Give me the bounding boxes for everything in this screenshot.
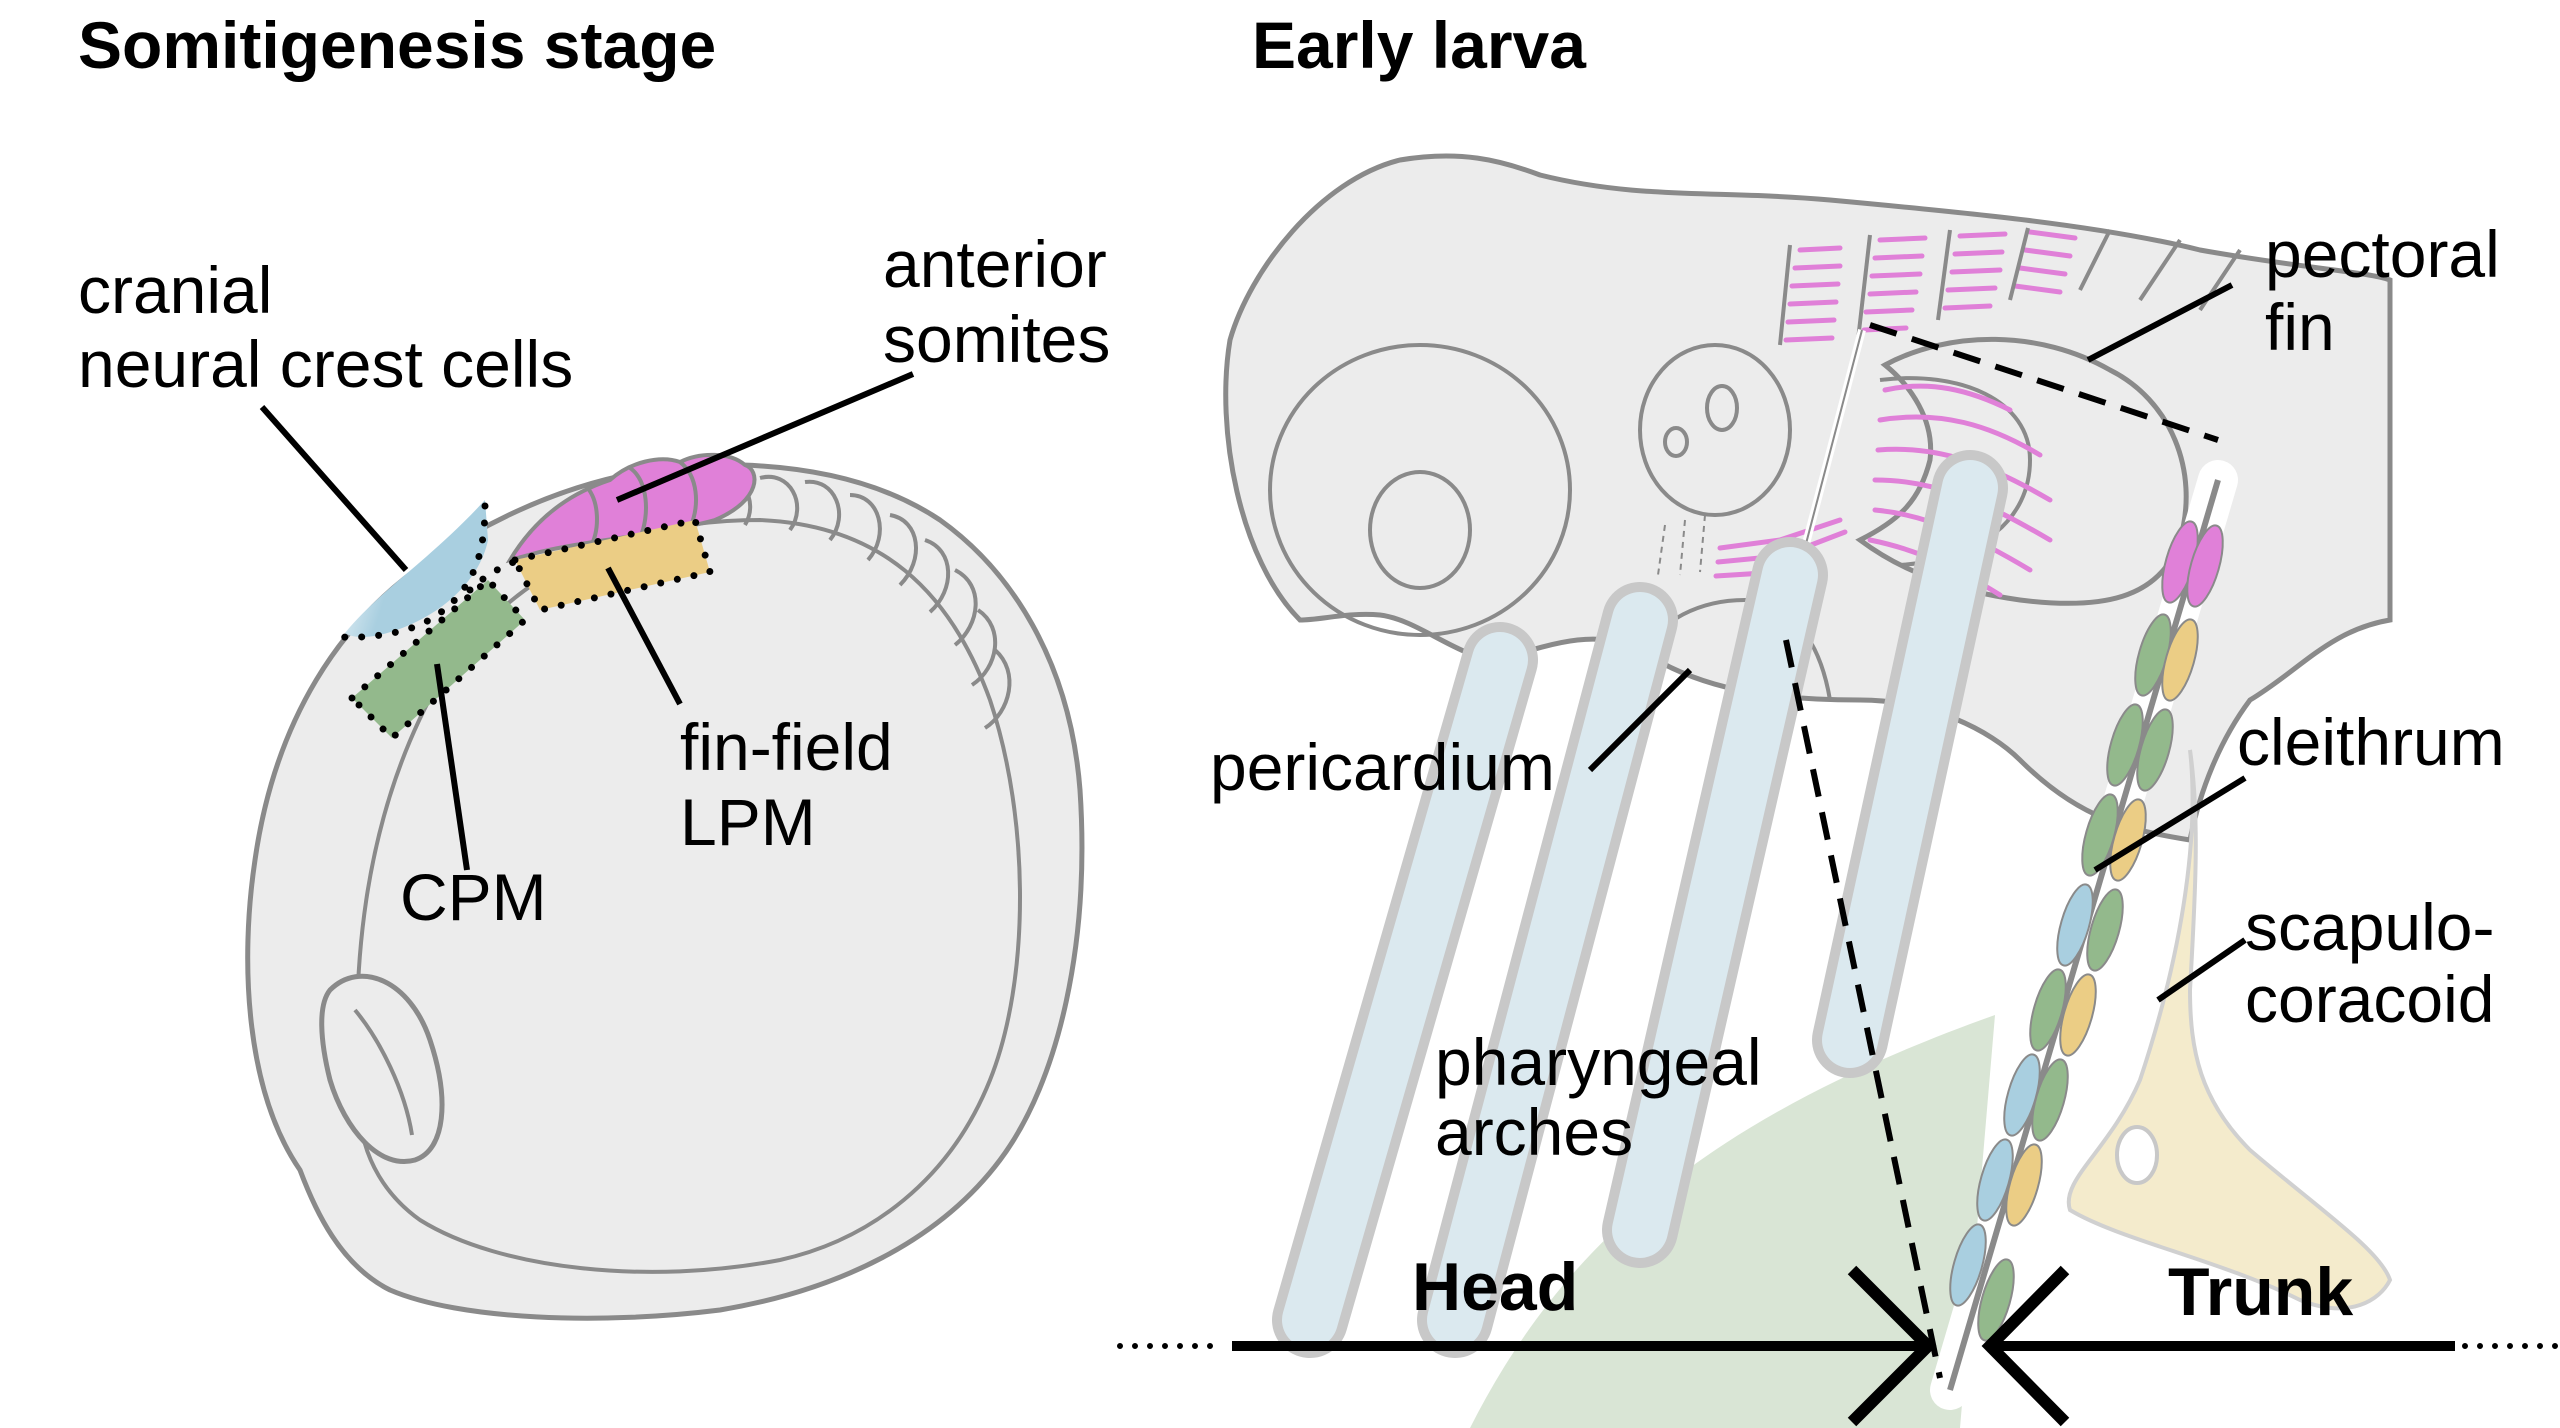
cncc-label-line2: neural crest cells bbox=[78, 327, 573, 401]
left-panel-title: Somitigenesis stage bbox=[78, 8, 716, 82]
right-panel-title: Early larva bbox=[1252, 8, 1587, 82]
cpm-leader bbox=[434, 663, 470, 871]
somite-boundaries bbox=[1778, 227, 2242, 346]
embryo-outer bbox=[245, 462, 1085, 1321]
pharyngeal-arches bbox=[1272, 450, 2008, 1358]
cleithrum-leader bbox=[2093, 775, 2247, 873]
cleithrum-label: cleithrum bbox=[2237, 705, 2505, 779]
pectoral-leader bbox=[2086, 282, 2234, 363]
head-arrowhead bbox=[1847, 1265, 1937, 1427]
eye-outer bbox=[1268, 343, 1572, 637]
cncc-leader bbox=[259, 405, 409, 572]
pericardium-label: pericardium bbox=[1210, 730, 1555, 804]
green-region bbox=[1470, 1015, 1995, 1428]
otolith-1 bbox=[1705, 384, 1739, 432]
trunk-label: Trunk bbox=[2168, 1254, 2353, 1330]
optic-vesicle bbox=[319, 973, 445, 1164]
pectoral-label-line1: pectoral bbox=[2265, 217, 2500, 291]
pharyngeal-label-line2: arches bbox=[1435, 1095, 1633, 1169]
finfield-lpm-region bbox=[515, 520, 710, 610]
cncc-boundary bbox=[334, 502, 489, 641]
finfield-lpm-boundary bbox=[509, 515, 715, 615]
somites-label-line2: somites bbox=[883, 302, 1110, 376]
finfield-label-line2: LPM bbox=[680, 785, 816, 859]
pericardium-leader bbox=[1587, 667, 1693, 773]
cleithrum-cells bbox=[1949, 520, 2224, 1342]
eye-lens bbox=[1368, 470, 1472, 590]
cncc-label-line1: cranial bbox=[78, 253, 272, 327]
finfield-label-line1: fin-field bbox=[680, 710, 893, 784]
scapulo-label-line2: coracoid bbox=[2245, 962, 2494, 1036]
cleithrum bbox=[1930, 460, 2238, 1410]
coracoid-foramen bbox=[2115, 1125, 2159, 1185]
embryo bbox=[245, 452, 1085, 1321]
cpm-boundary bbox=[346, 575, 530, 743]
cpm-label: CPM bbox=[400, 860, 547, 934]
finfield-leader bbox=[605, 566, 683, 706]
pharyngeal-label-line1: pharyngeal bbox=[1435, 1025, 1762, 1099]
somites-label-line1: anterior bbox=[883, 227, 1107, 301]
gill-marks bbox=[1657, 514, 1706, 576]
cpm-region bbox=[352, 580, 525, 738]
pectoral-label-line2: fin bbox=[2265, 290, 2335, 364]
otolith-2 bbox=[1663, 426, 1689, 458]
scapulo-leader bbox=[2156, 937, 2247, 1003]
otic-vesicle bbox=[1638, 343, 1792, 517]
somites-leader bbox=[615, 371, 915, 503]
zoom-line-top bbox=[1869, 322, 2219, 443]
head-trunk-axis bbox=[1117, 1265, 2560, 1427]
zoom-line-bottom bbox=[1783, 639, 1943, 1379]
head-label: Head bbox=[1412, 1249, 1578, 1325]
scapulo-label-line1: scapulo- bbox=[2245, 890, 2494, 964]
trunk-arrowhead bbox=[1981, 1265, 2070, 1427]
cranial-neural-crest-region bbox=[345, 500, 488, 638]
